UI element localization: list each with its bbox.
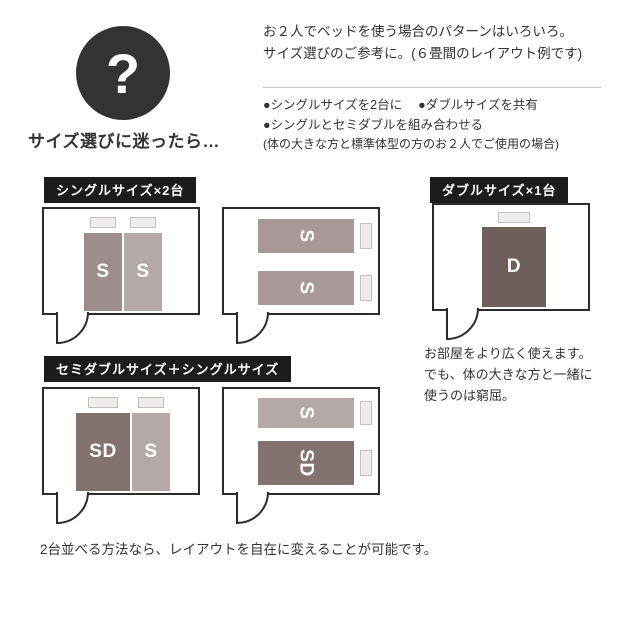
pillow — [88, 397, 118, 408]
bed-label: D — [506, 256, 522, 277]
double-size-note: お部屋をより広く使えます。 でも、体の大きな方と一緒に 使うのは窮屈。 — [424, 344, 593, 406]
floorplan-semidouble-single-horizontal: S SD — [222, 387, 380, 525]
bed-semi-double: SD — [76, 413, 130, 491]
door-icon — [54, 491, 96, 527]
pillow — [130, 217, 156, 228]
pillow — [360, 223, 372, 249]
footer-note: 2台並べる方法なら、レイアウトを自在に変えることが可能です。 — [40, 542, 438, 557]
bed-label: S — [96, 261, 110, 282]
floorplan-single-x2-horizontal: S S — [222, 207, 380, 345]
floorplan-double-x1: D — [432, 203, 590, 341]
bed-label: S — [296, 281, 317, 295]
intro-text: お２人でベッドを使う場合のパターンはいろいろ。 サイズ選びのご参考に。(６畳間の… — [263, 21, 582, 66]
question-circle: ? — [76, 26, 170, 120]
bullet-single-x2: ●シングルサイズを2台に — [263, 98, 403, 112]
double-note-line: でも、体の大きな方と一緒に — [424, 366, 593, 382]
bed-semi-double: SD — [258, 441, 354, 485]
double-note-line: お部屋をより広く使えます。 — [424, 346, 592, 361]
bed-single: S — [84, 233, 122, 311]
bed-double: D — [482, 227, 546, 307]
pillow — [360, 275, 372, 301]
bed-label: S — [296, 406, 317, 420]
bed-label: SD — [296, 449, 317, 477]
question-mark-icon: ? — [105, 41, 141, 105]
bullet-semidouble-combo: ●シングルとセミダブルを組み合わせる — [263, 118, 484, 132]
bed-single: S — [258, 219, 354, 253]
bed-label: S — [136, 261, 150, 282]
badge-semidouble-plus-single: セミダブルサイズ＋シングルサイズ — [44, 356, 292, 382]
catch-phrase: サイズ選びに迷ったら… — [28, 132, 220, 151]
bed-label: SD — [89, 441, 117, 462]
pattern-bullets: ●シングルサイズを2台に ●ダブルサイズを共有 ●シングルとセミダブルを組み合わせ… — [263, 95, 559, 154]
bed-label: S — [296, 229, 317, 243]
pillow — [90, 217, 116, 228]
floorplan-semidouble-single-vertical: SD S — [42, 387, 200, 525]
divider — [263, 87, 601, 88]
bullet-double-share: ●ダブルサイズを共有 — [418, 98, 538, 112]
bullet-note: (体の大きな方と標準体型の方のお２人でご使用の場合) — [263, 137, 559, 151]
intro-line-1: お２人でベッドを使う場合のパターンはいろいろ。 — [263, 24, 573, 39]
floorplan-single-x2-vertical: S S — [42, 207, 200, 345]
door-icon — [54, 311, 96, 347]
intro-line-2: サイズ選びのご参考に。(６畳間のレイアウト例です) — [263, 46, 583, 62]
pillow — [138, 397, 164, 408]
double-note-line: 使うのは窮屈。 — [424, 387, 516, 403]
bed-single: S — [258, 398, 354, 428]
badge-single-x2: シングルサイズ×2台 — [44, 177, 197, 203]
door-icon — [444, 307, 486, 343]
bed-single: S — [258, 271, 354, 305]
pillow — [360, 450, 372, 476]
pillow — [498, 212, 530, 223]
door-icon — [234, 491, 276, 527]
bed-label: S — [144, 441, 158, 462]
pillow — [360, 401, 372, 425]
bed-single: S — [132, 413, 170, 491]
bed-single: S — [124, 233, 162, 311]
badge-double-x1: ダブルサイズ×1台 — [430, 177, 569, 203]
door-icon — [234, 311, 276, 347]
